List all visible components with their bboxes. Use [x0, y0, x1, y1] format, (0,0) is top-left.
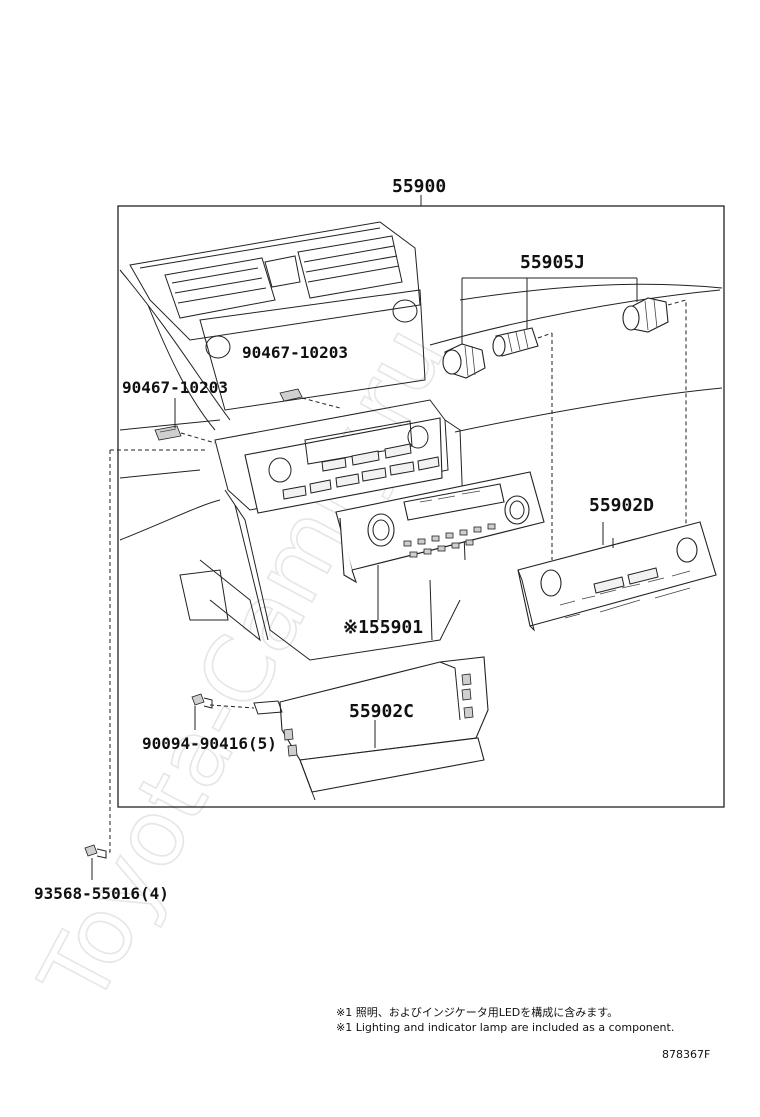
- clip-left: [154, 425, 216, 444]
- rear-panel: [517, 521, 717, 632]
- knob-assembly: [442, 277, 687, 560]
- watermark: Toyota-Camry.ru: [19, 310, 465, 1022]
- label-rear-panel: 55902D: [589, 495, 654, 516]
- screw-small: [191, 693, 213, 730]
- label-clip-upper: 90467-10203: [242, 343, 348, 362]
- screw-outer: [84, 449, 205, 880]
- note-jp: ※1 照明、およびインジケータ用LEDを構成に含みます。: [336, 1005, 618, 1019]
- label-lower-cover: 55902C: [349, 701, 414, 722]
- label-screw-small: 90094-90416(5): [142, 734, 277, 753]
- knob-left: [442, 343, 486, 379]
- control-unit: [335, 471, 545, 620]
- note-en: ※1 Lighting and indicator lamp are inclu…: [336, 1021, 674, 1034]
- label-control-unit: ※155901: [343, 617, 423, 638]
- knob-right: [622, 297, 669, 333]
- knob-middle: [492, 327, 553, 357]
- label-knob: 55905J: [520, 252, 585, 273]
- label-screw-outer: 93568-55016(4): [34, 884, 169, 903]
- lower-cover: [209, 656, 489, 801]
- figure-id: 878367F: [662, 1048, 710, 1061]
- label-clip-left: 90467-10203: [122, 378, 228, 397]
- label-assembly: 55900: [392, 176, 446, 197]
- clip-upper: [279, 388, 341, 409]
